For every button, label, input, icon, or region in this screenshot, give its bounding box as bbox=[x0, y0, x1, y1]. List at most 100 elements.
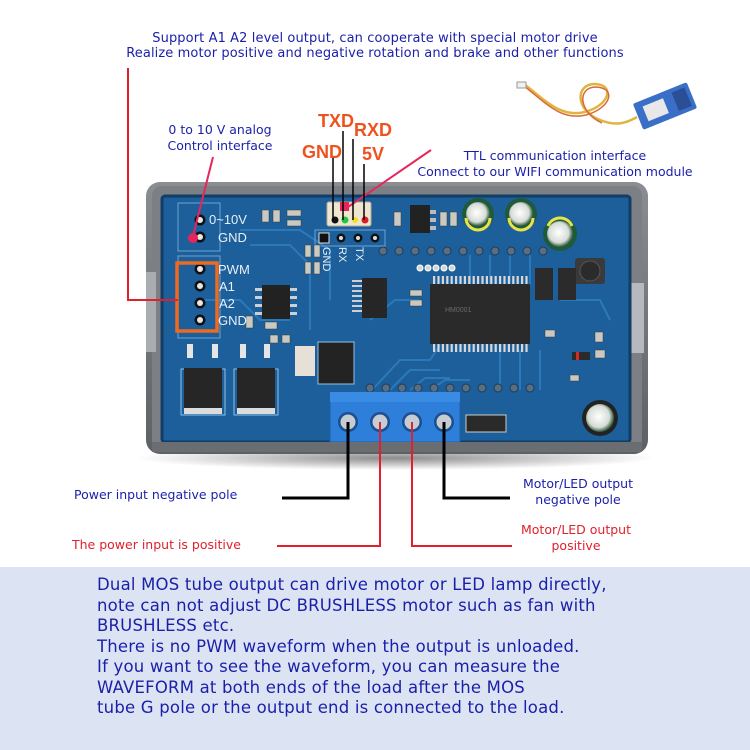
pcb-pad bbox=[426, 246, 436, 256]
chip-pin bbox=[459, 344, 462, 352]
silk-uart-rx: RX bbox=[336, 247, 348, 263]
diode-d3 bbox=[558, 268, 576, 300]
pcb-pad bbox=[397, 383, 407, 393]
chip-pin bbox=[441, 276, 444, 284]
chip-pin bbox=[485, 344, 488, 352]
chip-pin bbox=[472, 344, 475, 352]
chip-pin bbox=[516, 276, 519, 284]
silk-uart-tx: TX bbox=[353, 247, 365, 262]
chip-pin bbox=[459, 276, 462, 284]
header-line-2: Realize motor positive and negative rota… bbox=[126, 46, 624, 61]
power-negative-label: Power input negative pole bbox=[74, 487, 238, 502]
chip-pin bbox=[481, 276, 484, 284]
chip-pin bbox=[455, 344, 458, 352]
pcb-pad bbox=[458, 246, 468, 256]
svg-text:HM0001: HM0001 bbox=[445, 307, 472, 314]
chip-pin bbox=[503, 344, 506, 352]
pcb-pad bbox=[474, 246, 484, 256]
chip-pin bbox=[433, 344, 436, 352]
leader-power-positive bbox=[277, 422, 381, 547]
voltage-regulator bbox=[410, 205, 430, 233]
motor-positive-label: Motor/LED output positive bbox=[506, 522, 646, 554]
motor-positive-line-2: positive bbox=[551, 538, 601, 553]
notes-text: Dual MOS tube output can drive motor or … bbox=[97, 575, 607, 719]
motor-negative-label: Motor/LED output negative pole bbox=[508, 476, 648, 508]
leader-ttl bbox=[347, 149, 432, 208]
notes-line: BRUSHLESS etc. bbox=[97, 616, 235, 635]
capacitor-3 bbox=[543, 216, 577, 251]
white-connector bbox=[295, 346, 315, 376]
chip-pin bbox=[494, 276, 497, 284]
silk-gnd: GND bbox=[218, 230, 247, 245]
pcb-pad bbox=[442, 246, 452, 256]
pcb-pad bbox=[413, 383, 423, 393]
pad-row-bottom bbox=[365, 383, 535, 393]
chip-pin bbox=[521, 276, 524, 284]
pcb-pad bbox=[381, 383, 391, 393]
pin-label-rxd: RXD bbox=[354, 120, 393, 140]
ttl-label-line-1: TTL communication interface bbox=[463, 148, 647, 163]
pcb-pad bbox=[365, 383, 375, 393]
chip-pin bbox=[525, 276, 528, 284]
silk-gnd-2: GND bbox=[218, 313, 247, 328]
chip-pin bbox=[472, 276, 475, 284]
chip-pin bbox=[490, 276, 493, 284]
chip-pin bbox=[507, 276, 510, 284]
smd-components bbox=[245, 209, 606, 382]
pin-label-gnd: GND bbox=[302, 142, 342, 162]
chip-pin bbox=[468, 344, 471, 352]
pcb bbox=[162, 196, 630, 442]
notes-line: Dual MOS tube output can drive motor or … bbox=[97, 575, 607, 594]
chip-pin bbox=[525, 344, 528, 352]
motor-negative-line-1: Motor/LED output bbox=[522, 476, 634, 491]
chip-pin bbox=[437, 276, 440, 284]
capacitor-1 bbox=[462, 198, 494, 232]
ic-u6 bbox=[255, 285, 297, 319]
chip-pin bbox=[477, 344, 480, 352]
silk-uart-gnd: GND bbox=[320, 247, 332, 272]
uart-header-outline bbox=[314, 229, 386, 247]
notes-line: tube G pole or the output end is connect… bbox=[97, 698, 565, 717]
chip-pin bbox=[507, 344, 510, 352]
pcb-pad bbox=[394, 246, 404, 256]
diode-d4 bbox=[317, 341, 355, 385]
chip-pin bbox=[441, 344, 444, 352]
pcb-pad bbox=[522, 246, 532, 256]
case-right-tab bbox=[630, 283, 644, 353]
chip-pin bbox=[477, 276, 480, 284]
chip-pin bbox=[521, 344, 524, 352]
a1-a2-highlight-box bbox=[175, 261, 219, 333]
chip-pin bbox=[455, 276, 458, 284]
diode-d2 bbox=[535, 268, 553, 300]
pcb-pad bbox=[477, 383, 487, 393]
pcb-pad bbox=[509, 383, 519, 393]
mosfet-q1 bbox=[180, 344, 226, 416]
ttl-label-line-2: Connect to our WIFI communication module bbox=[417, 164, 693, 179]
chip-pin bbox=[450, 276, 453, 284]
silk-0-10v: 0~10V bbox=[209, 212, 247, 227]
leader-power-negative bbox=[282, 422, 350, 500]
pcb-pad bbox=[429, 383, 439, 393]
board-diagram: HM0001 bbox=[127, 68, 697, 547]
pcb-pad bbox=[410, 246, 420, 256]
pcb-pad bbox=[525, 383, 535, 393]
notes-line: There is no PWM waveform when the output… bbox=[97, 636, 580, 656]
wifi-module-image bbox=[516, 81, 697, 130]
pcb-pad bbox=[506, 246, 516, 256]
diode-small bbox=[572, 352, 590, 360]
silk-a1: A1 bbox=[219, 279, 235, 294]
notes-line: If you want to see the waveform, you can… bbox=[97, 657, 561, 676]
chip-pin bbox=[481, 344, 484, 352]
chip-pin bbox=[433, 276, 436, 284]
programming-header bbox=[416, 264, 456, 272]
pcb-pad bbox=[445, 383, 455, 393]
mosfet-q2 bbox=[233, 344, 279, 416]
analog-header-outline bbox=[177, 202, 221, 252]
motor-negative-line-2: negative pole bbox=[535, 492, 621, 507]
chip-pin bbox=[516, 344, 519, 352]
pcb-pad bbox=[378, 246, 388, 256]
ttl-label: TTL communication interface Connect to o… bbox=[400, 148, 710, 180]
analog-label: 0 to 10 V analog Control interface bbox=[150, 122, 290, 154]
chip-pin bbox=[499, 344, 502, 352]
case-left-tab bbox=[146, 272, 156, 352]
